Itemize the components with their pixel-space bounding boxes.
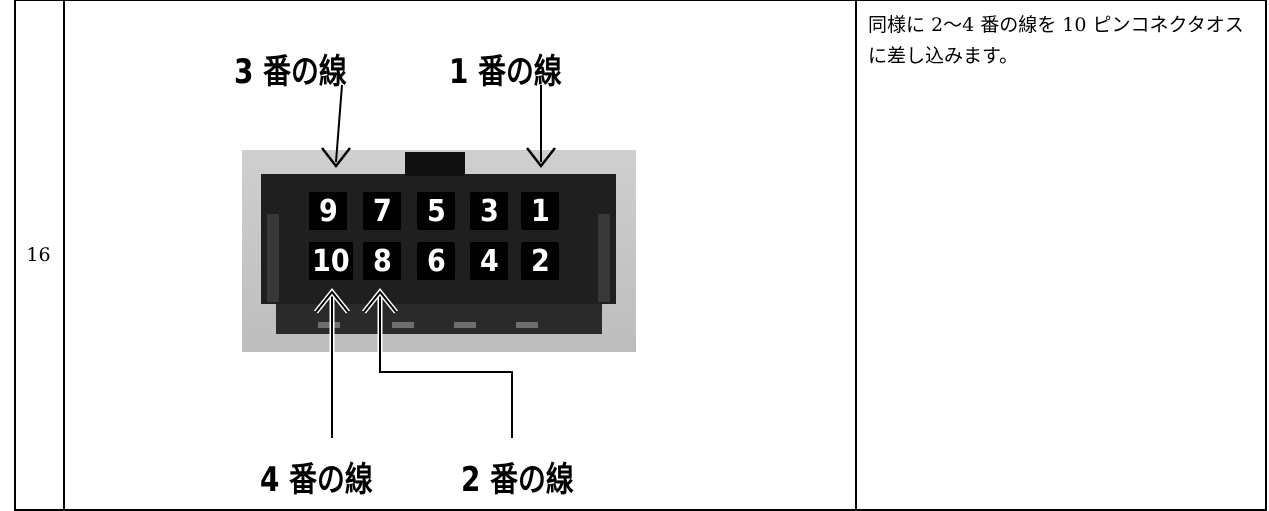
arrow-wire-1	[526, 85, 556, 169]
label-wire-2: 2 番の線	[461, 460, 574, 500]
connector-rib-left	[267, 214, 279, 302]
instruction-text: 同様に 2〜4 番の線を 10 ピンコネクタオスに差し込みます。	[868, 14, 1244, 67]
pin-8: 8	[363, 242, 401, 280]
connector-slot	[392, 322, 414, 328]
pin-10: 10	[309, 242, 353, 280]
connector-photo: 9 7 5 3 1 10 8 6 4 2	[242, 150, 636, 352]
connector-slot	[454, 322, 476, 328]
pin-9: 9	[309, 192, 347, 230]
pin-6: 6	[417, 242, 455, 280]
table-border-left	[14, 0, 16, 511]
pin-2: 2	[521, 242, 559, 280]
connector-latch	[405, 152, 465, 176]
table-border-bottom	[14, 509, 1267, 511]
label-wire-3: 3 番の線	[234, 52, 347, 92]
pin-5: 5	[417, 192, 455, 230]
table-border-divider-2	[855, 0, 857, 511]
pin-3: 3	[470, 192, 508, 230]
label-wire-1: 1 番の線	[449, 52, 562, 92]
connector-slot	[318, 322, 340, 328]
connector-figure: 3 番の線 1 番の線 4 番の線 2 番の線 9 7 5 3 1 10 8 6…	[64, 0, 855, 509]
connector-slot	[516, 322, 538, 328]
table-border-divider-1	[63, 0, 65, 511]
step-number: 16	[26, 243, 51, 266]
label-wire-4: 4 番の線	[260, 460, 373, 500]
pin-7: 7	[363, 192, 401, 230]
arrow-wire-2	[362, 287, 515, 438]
pin-4: 4	[470, 242, 508, 280]
table-border-right	[1265, 0, 1267, 511]
table-border-top	[14, 0, 1267, 1]
arrow-wire-4	[314, 287, 350, 438]
callout-arrows	[314, 84, 556, 438]
arrow-wire-3	[321, 84, 351, 169]
pin-1: 1	[521, 192, 559, 230]
connector-rib-right	[598, 214, 610, 302]
